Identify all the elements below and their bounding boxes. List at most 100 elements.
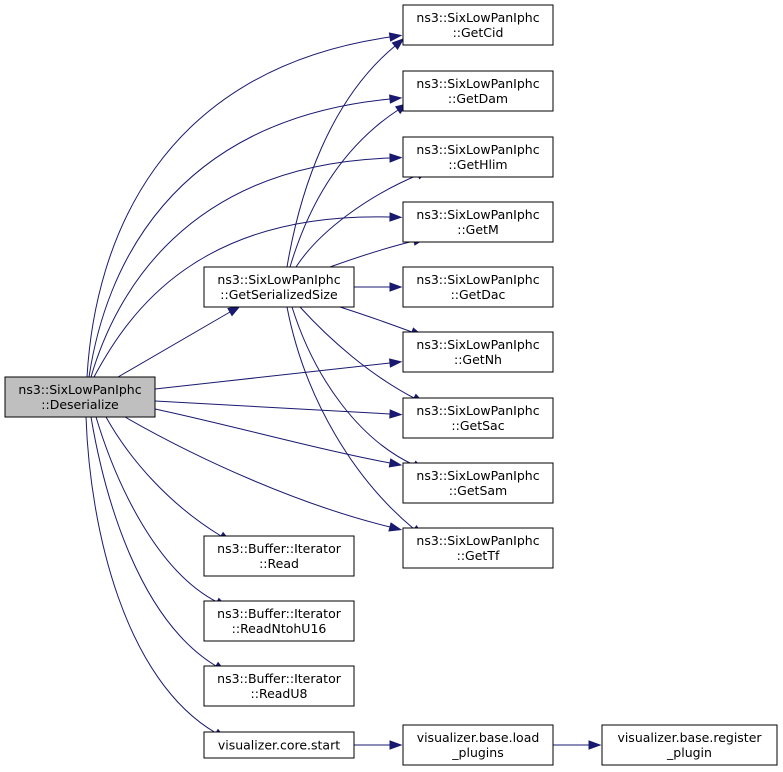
node-label-line-1: ns3::Buffer::Iterator [217,671,342,686]
node-buffer-read-u8[interactable]: ns3::Buffer::Iterator::ReadU8 [203,665,355,707]
node-label-line-2: ::GetNh [454,352,502,367]
node-box[interactable] [601,724,778,766]
edge-arrowhead [389,409,403,419]
node-get-sac[interactable]: ns3::SixLowPanIphc::GetSac [402,397,554,439]
edge-line [289,109,399,268]
edge-line [154,400,391,415]
node-box[interactable] [402,136,554,178]
node-box[interactable] [203,665,355,707]
node-label-line-1: ns3::SixLowPanIphc [217,272,340,287]
node-label-line-2: ::GetCid [453,25,504,40]
node-visualizer-register-plugin[interactable]: visualizer.base.register_plugin [601,724,778,766]
edge-get-serialized-size-to-get-nh [339,306,424,337]
node-label-line-2: ::GetHlim [448,157,507,172]
edge-line [286,306,415,530]
node-visualizer-load-plugins[interactable]: visualizer.base.load_plugins [402,724,554,766]
node-box[interactable] [402,462,554,504]
edge-arrowhead [227,305,241,317]
edge-arrowhead [588,740,602,750]
edge-arrowhead [391,37,405,50]
node-get-hlim[interactable]: ns3::SixLowPanIphc::GetHlim [402,136,554,178]
node-label-line-2: ::GetM [457,222,499,237]
edge-line [329,240,415,268]
edge-arrowhead [388,522,403,532]
node-box[interactable] [203,731,355,759]
node-label-line-1: ns3::SixLowPanIphc [416,76,539,91]
node-label-line-2: ::ReadU8 [251,686,308,701]
nodes-layer: ns3::SixLowPanIphc::Deserializens3::SixL… [4,4,778,766]
node-box[interactable] [402,331,554,373]
node-box[interactable] [402,397,554,439]
edge-deserialize-to-get-sac [154,400,403,419]
node-get-serialized-size[interactable]: ns3::SixLowPanIphc::GetSerializedSize [203,266,355,308]
node-box[interactable] [203,266,355,308]
node-label-line-2: ::Deserialize [41,397,119,412]
edge-get-serialized-size-to-get-dac [354,282,403,292]
node-label-line-1: visualizer.base.load [417,730,540,745]
node-box[interactable] [402,70,554,112]
edge-line [154,408,391,464]
node-label-line-1: ns3::SixLowPanIphc [18,382,141,397]
edge-line [86,36,391,378]
edge-deserialize-to-get-serialized-size [117,305,241,378]
edge-line [286,45,396,268]
edge-get-serialized-size-to-get-dam [289,103,409,268]
node-box[interactable] [402,266,554,308]
edge-deserialize-to-get-cid [86,32,403,378]
edge-line [117,311,231,378]
edge-line [339,306,413,333]
edge-line [93,216,391,378]
node-box[interactable] [402,724,554,766]
edge-line [85,416,217,734]
node-label-line-2: ::GetDam [448,91,508,106]
edge-arrowhead [389,358,403,368]
node-label-line-2: ::Read [259,556,299,571]
node-box[interactable] [203,600,355,642]
edge-arrowhead [388,32,403,42]
node-buffer-read[interactable]: ns3::Buffer::Iterator::Read [203,535,355,577]
edge-line [299,306,415,399]
edge-visualizer-load-plugins-to-visualizer-register-plugin [553,740,602,750]
node-label-line-1: visualizer.base.register [617,730,762,745]
node-get-nh[interactable]: ns3::SixLowPanIphc::GetNh [402,331,554,373]
node-box[interactable] [402,4,554,46]
node-label-line-1: ns3::Buffer::Iterator [217,541,342,556]
node-get-m[interactable]: ns3::SixLowPanIphc::GetM [402,201,554,243]
edge-line [124,416,391,528]
node-label-line-2: _plugin [666,745,712,760]
edge-deserialize-to-get-hlim [90,153,403,378]
edge-line [105,416,222,537]
node-box[interactable] [203,535,355,577]
node-box[interactable] [4,376,156,418]
edge-line [154,362,391,390]
node-label-line-2: ::GetDac [451,287,506,302]
edge-line [295,174,419,268]
node-deserialize[interactable]: ns3::SixLowPanIphc::Deserialize [4,376,156,418]
node-label-line-1: ns3::SixLowPanIphc [416,533,539,548]
node-box[interactable] [402,201,554,243]
node-buffer-read-ntoh-u16[interactable]: ns3::Buffer::Iterator::ReadNtohU16 [203,600,355,642]
edge-arrowhead [389,94,403,104]
edge-line [291,306,415,466]
edge-line [90,416,217,667]
node-get-dac[interactable]: ns3::SixLowPanIphc::GetDac [402,266,554,308]
edge-deserialize-to-get-sam [154,408,403,468]
edge-deserialize-to-get-m [93,212,403,378]
node-get-sam[interactable]: ns3::SixLowPanIphc::GetSam [402,462,554,504]
node-box[interactable] [402,527,554,569]
node-label-line-1: visualizer.core.start [218,738,340,753]
edge-visualizer-core-start-to-visualizer-load-plugins [354,740,403,750]
node-label-line-1: ns3::SixLowPanIphc [416,337,539,352]
node-get-tf[interactable]: ns3::SixLowPanIphc::GetTf [402,527,554,569]
node-visualizer-core-start[interactable]: visualizer.core.start [203,731,355,759]
edges-layer [85,32,602,750]
edge-deserialize-to-get-dam [88,94,403,378]
node-label-line-1: ns3::SixLowPanIphc [416,272,539,287]
node-get-cid[interactable]: ns3::SixLowPanIphc::GetCid [402,4,554,46]
node-label-line-2: ::GetSerializedSize [220,287,338,302]
edge-arrowhead [389,212,403,222]
node-get-dam[interactable]: ns3::SixLowPanIphc::GetDam [402,70,554,112]
node-label-line-1: ns3::SixLowPanIphc [416,10,539,25]
edge-arrowhead [389,153,403,163]
